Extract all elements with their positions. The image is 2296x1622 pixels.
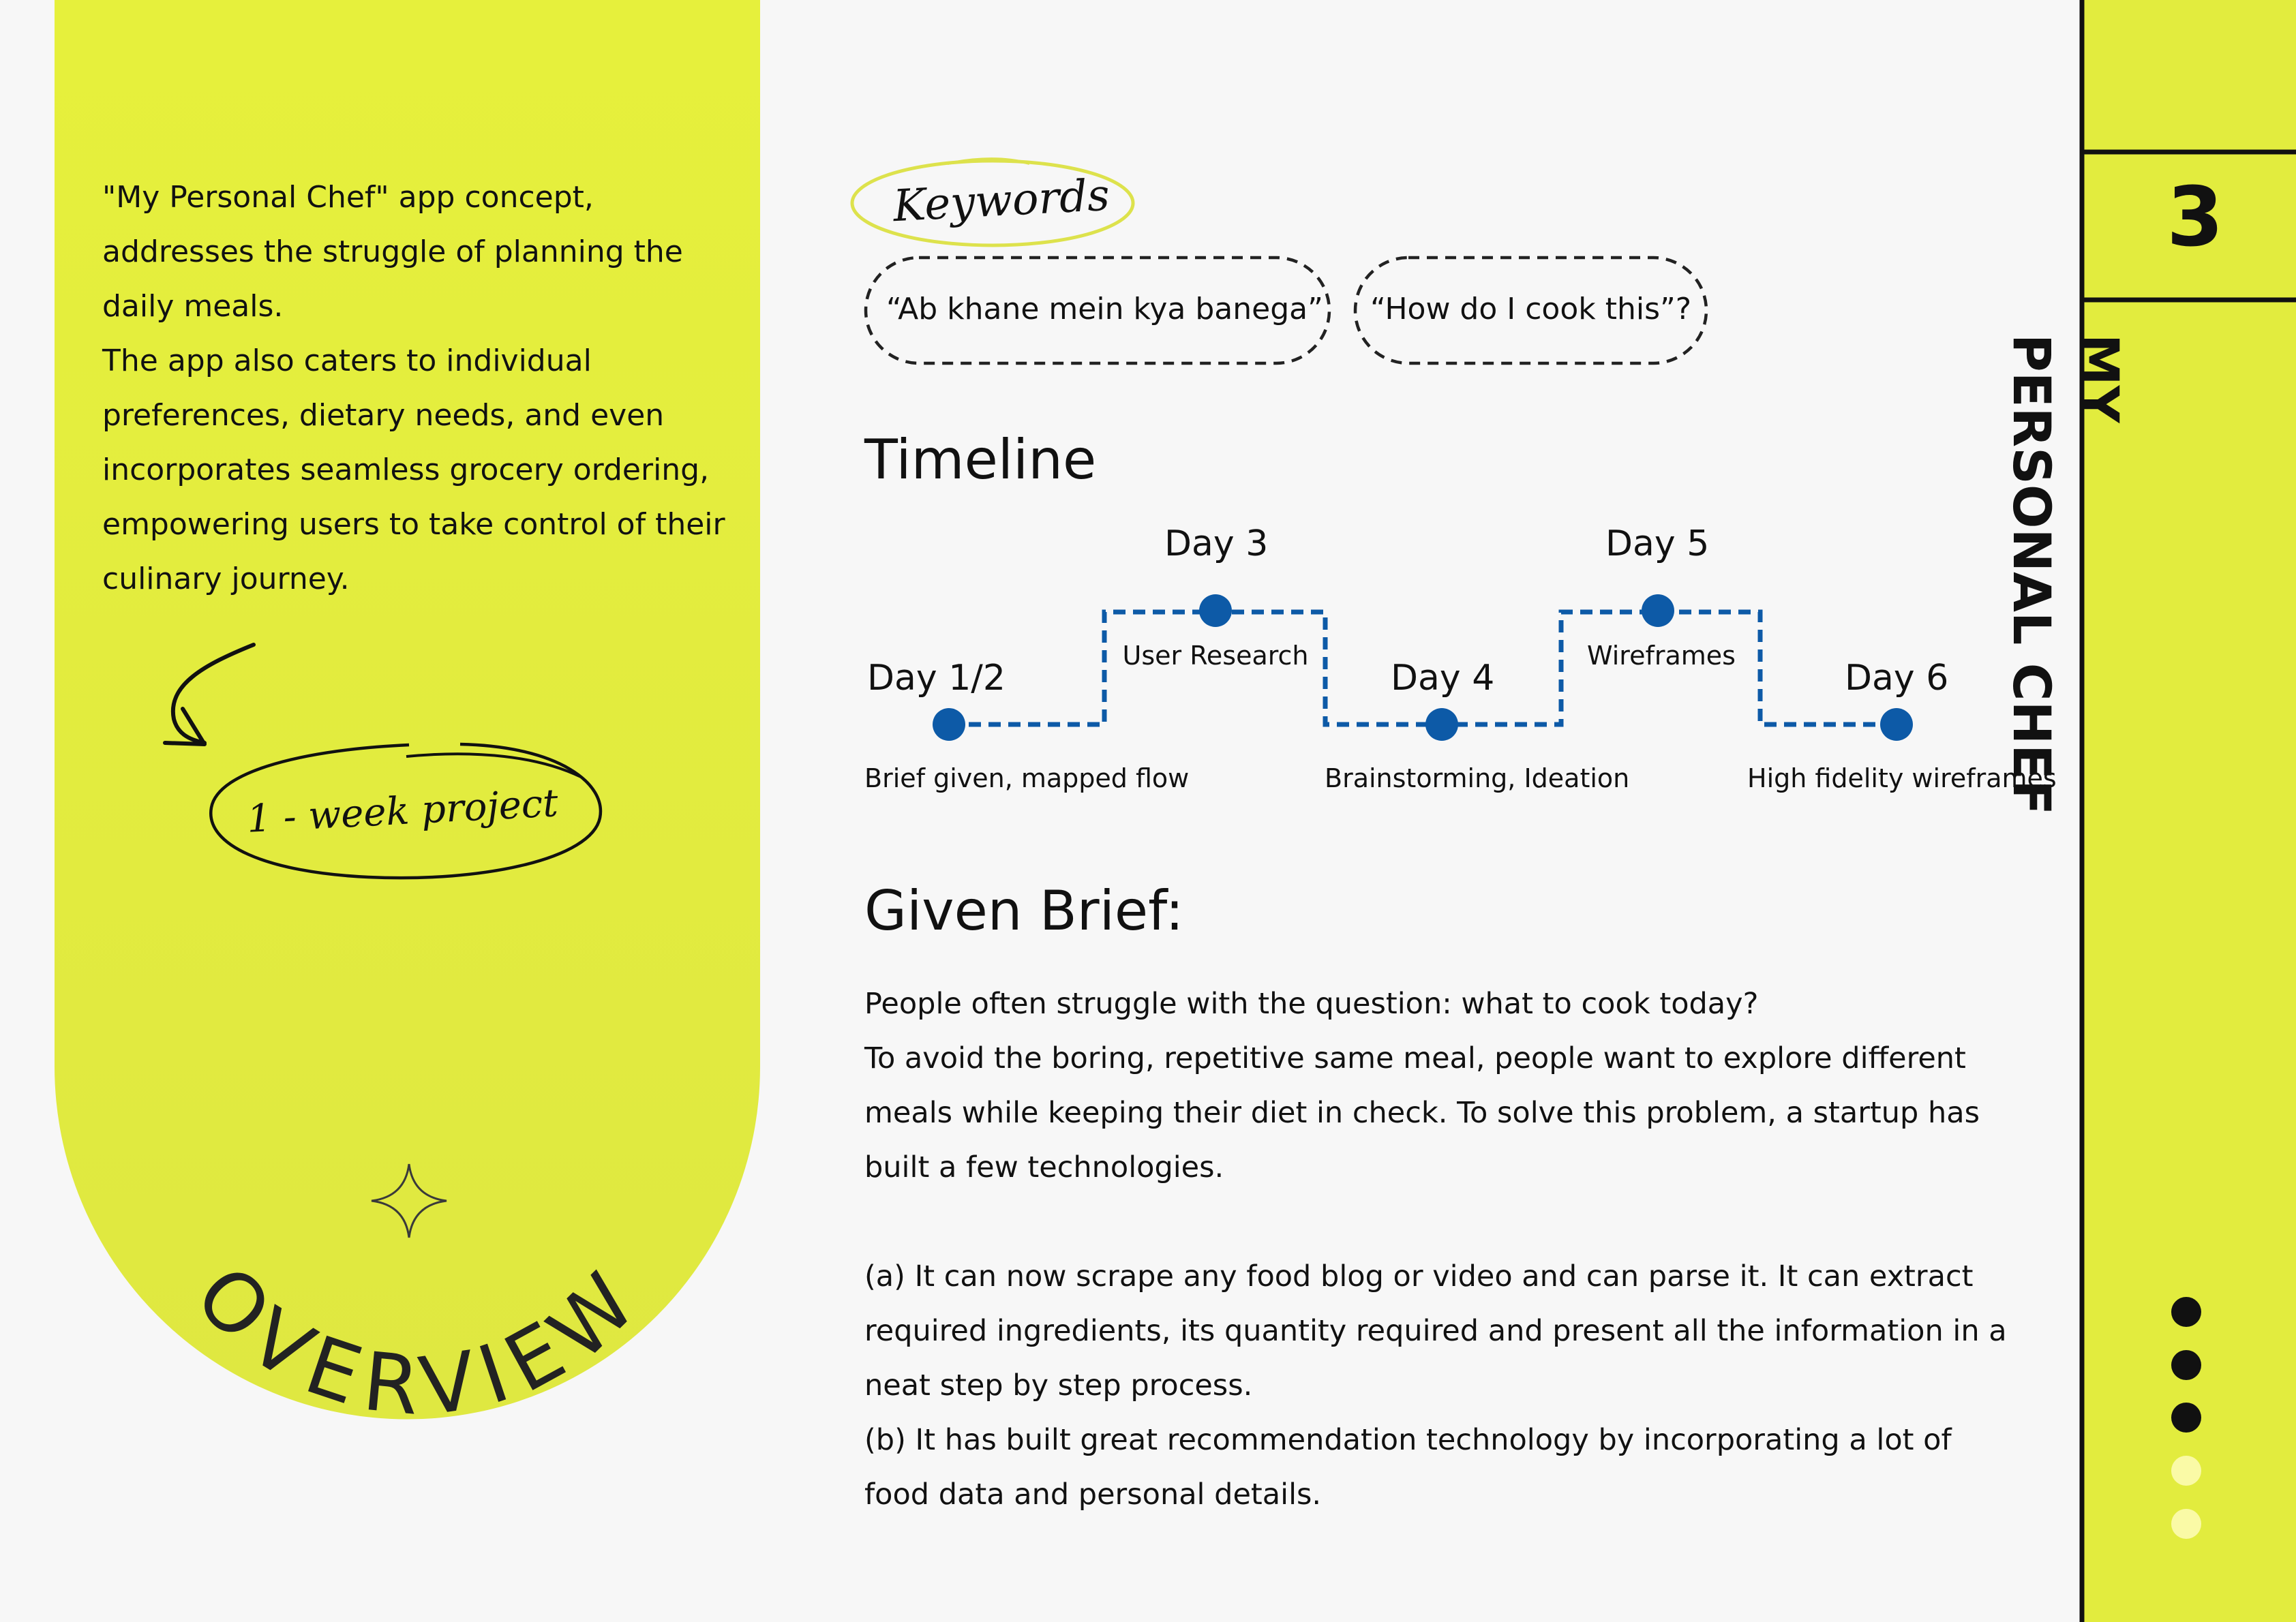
progress-dot-1 (2171, 1297, 2201, 1327)
progress-dot-4 (2171, 1456, 2201, 1486)
overview-panel (55, 0, 760, 1420)
timeline-desc-1: Brief given, mapped flow (864, 763, 1190, 793)
side-title: MY PERSONAL CHEF (1997, 334, 2134, 815)
keyword-2: “How do I cook this”? (1370, 292, 1692, 326)
keyword-pill-1 (864, 256, 1331, 365)
timeline-desc-5: High fidelity wireframes (1747, 763, 2057, 793)
timeline-dot-4 (1642, 594, 1674, 627)
timeline-desc-2: User Research (1122, 641, 1309, 671)
keywords-highlight-tail (947, 157, 1030, 165)
progress-dot-2 (2171, 1350, 2201, 1380)
sparkle-icon (371, 1163, 447, 1238)
timeline-dot-2 (1199, 594, 1232, 627)
timeline-day-2: Day 3 (1164, 523, 1269, 564)
project-note-oval (209, 742, 603, 880)
timeline-day-1: Day 1/2 (867, 658, 1006, 699)
brief-body: People often struggle with the question:… (864, 987, 2007, 1512)
progress-dot-5 (2171, 1509, 2201, 1539)
curved-arrow-icon (170, 643, 256, 745)
page-number: 3 (2166, 170, 2224, 265)
timeline-desc-4: Wireframes (1587, 641, 1736, 671)
side-title-line-2: PERSONAL CHEF (2002, 334, 2062, 816)
timeline-heading: Timeline (864, 428, 1097, 491)
brief-heading: Given Brief: (864, 879, 1184, 943)
overview-paragraph: "My Personal Chef" app concept, addresse… (102, 180, 725, 596)
progress-dot-3 (2171, 1403, 2201, 1433)
timeline-day-5: Day 6 (1845, 658, 1949, 699)
keyword-1: “Ab khane mein kya banega” (886, 292, 1323, 326)
keyword-pill-2 (1353, 256, 1708, 365)
timeline-dot-5 (1880, 708, 1913, 741)
project-note-stroke (406, 752, 581, 778)
timeline-day-3: Day 4 (1391, 658, 1495, 699)
timeline-dot-1 (933, 708, 965, 741)
keywords-highlight (850, 159, 1135, 247)
side-title-line-1: MY (2070, 334, 2130, 423)
timeline-desc-3: Brainstorming, Ideation (1325, 763, 1630, 793)
arrow-head-icon (163, 707, 207, 746)
timeline-dot-3 (1425, 708, 1458, 741)
timeline-day-4: Day 5 (1605, 523, 1710, 564)
